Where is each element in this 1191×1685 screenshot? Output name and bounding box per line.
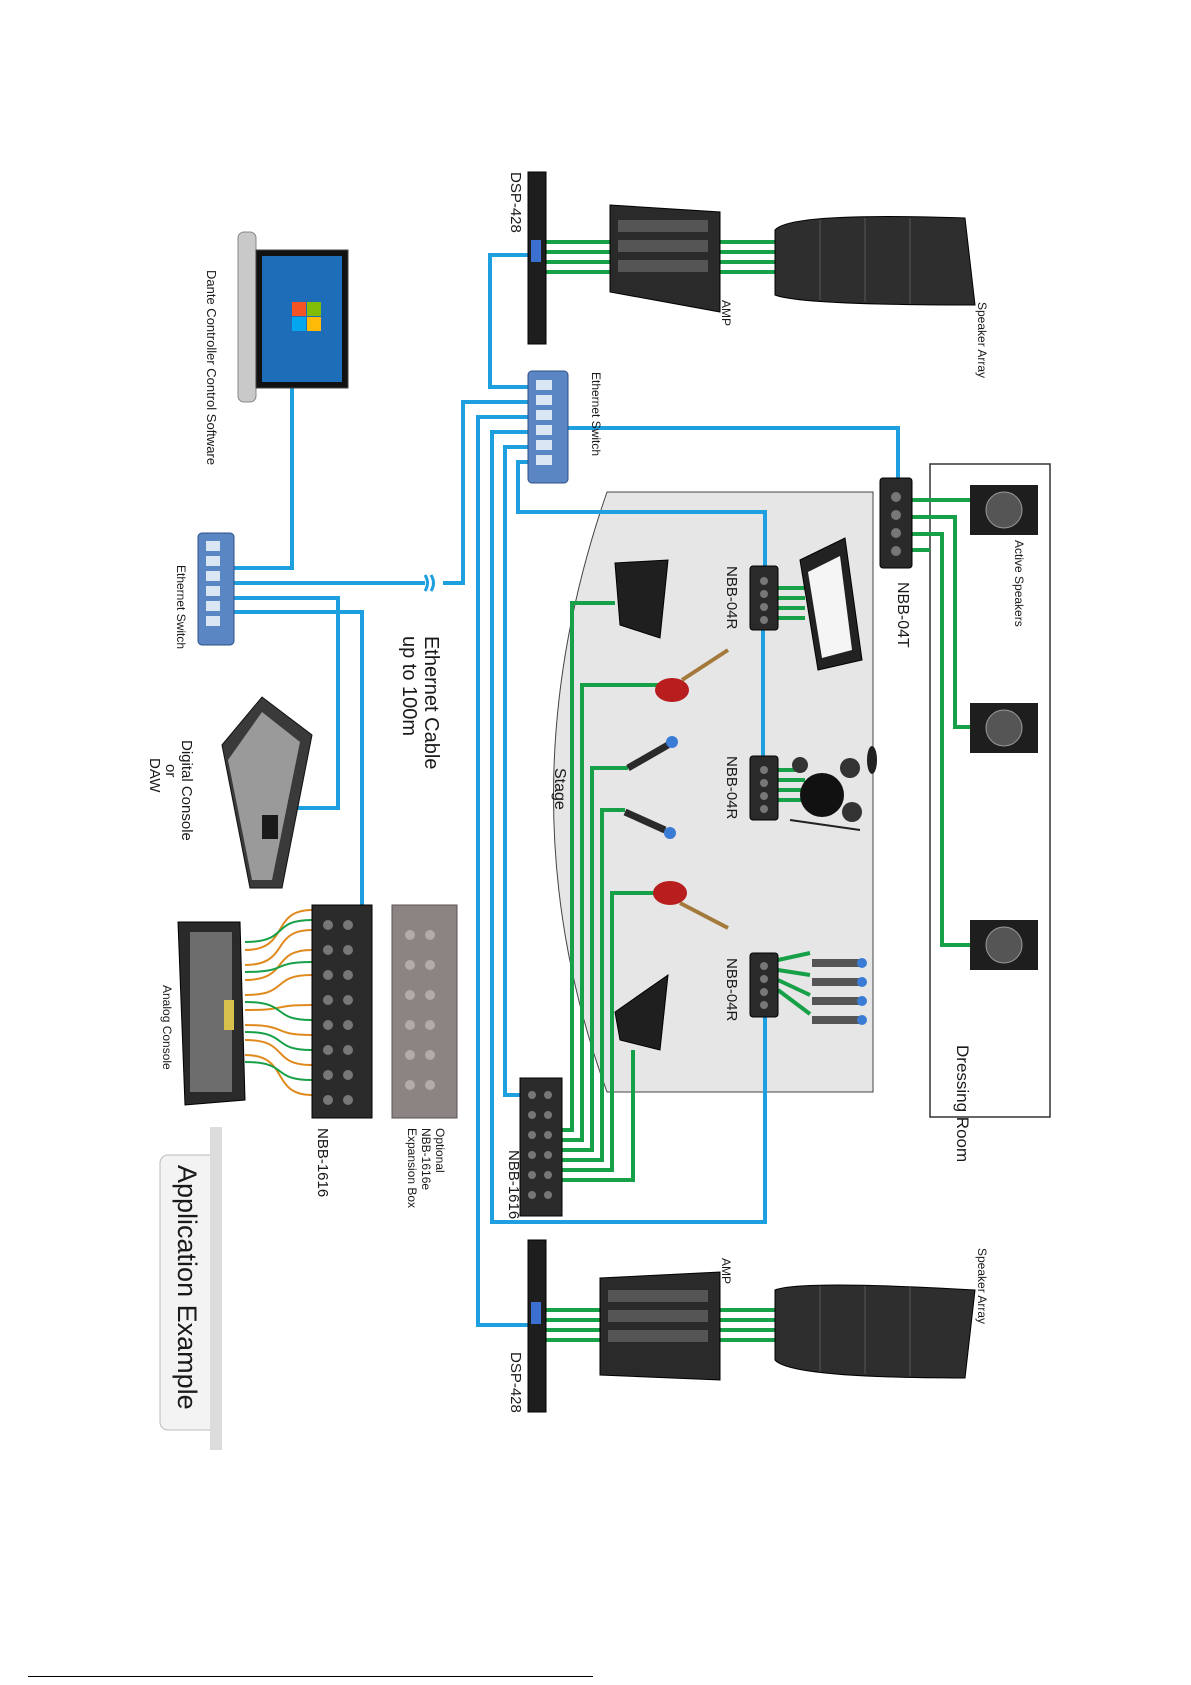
nbb1616-stage-label: NBB-1616 [505, 1150, 522, 1219]
nbb1616e-expansion-box [391, 904, 458, 1119]
digital-console [221, 696, 313, 889]
amp-top-label: AMP [719, 300, 733, 326]
amp-bottom [599, 1271, 721, 1381]
nbb1616-left-label: NBB-1616 [314, 1128, 331, 1197]
analog-console-label: Analog Console [160, 985, 174, 1070]
dsp-428-bottom [527, 1239, 547, 1413]
stage-area [553, 491, 874, 1093]
windows-logo-icon [292, 302, 306, 316]
nbb-04t [879, 477, 913, 569]
switch-center-label: Ethernet Switch [589, 372, 603, 456]
title: Application Example [172, 1165, 202, 1410]
speaker-array-top [774, 216, 976, 306]
ethernet-switch-left [197, 532, 235, 646]
ethernet-to-dsp-top [488, 253, 538, 389]
ethernet-to-nbb1616 [232, 610, 364, 905]
speaker-array-bottom [774, 1284, 976, 1379]
dsp-428-top [527, 171, 547, 345]
amp-top [609, 204, 721, 313]
guitar-1 [655, 648, 730, 702]
analog-wires-green [244, 919, 313, 1081]
guitar-2 [653, 881, 729, 930]
amp-bottom-label: AMP [719, 1258, 733, 1284]
ethernet-to-nbb04t [565, 426, 900, 478]
active-speaker-3 [970, 920, 1038, 970]
ethernet-to-nbb1616-stage [503, 445, 530, 1097]
microphone-1 [626, 736, 678, 772]
dressing-room-label: Dressing Room [953, 1045, 972, 1162]
stage-label: Stage [551, 768, 568, 810]
ethernet-cable-label-line1: Ethernet Cable [420, 636, 442, 769]
wireless-mics [812, 958, 867, 1025]
laptop-label: Dante Controller Control Software [204, 270, 219, 465]
expansion-box-label-line3: Expansion Box [405, 1128, 419, 1208]
nbb04r-3-label: NBB-04R [723, 958, 740, 1022]
drum-kit [789, 746, 877, 831]
ethernet-to-nbb04r-3 [490, 430, 767, 1224]
switch-left-label: Ethernet Switch [174, 565, 188, 649]
expansion-box-label-line1: Optional [433, 1128, 447, 1173]
nbb1616-stage [519, 1077, 563, 1217]
nbb-04r-2 [749, 755, 779, 821]
dsp-top-label: DSP-428 [507, 172, 524, 233]
nbb-04r-1 [749, 565, 779, 631]
digital-console-label-line3: DAW [146, 758, 163, 793]
stage-monitor-2 [614, 973, 669, 1051]
ethernet-to-dsp-bottom [476, 415, 538, 1327]
speaker-array-bottom-label: Speaker Array [975, 1248, 989, 1324]
stage-monitor-1 [614, 559, 669, 639]
nbb1616-left [311, 904, 373, 1119]
ethernet-to-nbb04r-1 [516, 460, 767, 578]
ethernet-cable-label-line2: up to 100m [398, 636, 420, 736]
nbb04r-2-label: NBB-04R [723, 756, 740, 820]
digital-console-label-line1: Digital Console [178, 740, 195, 841]
footer-rule [28, 1676, 593, 1677]
nbb-04r-3 [749, 952, 779, 1018]
dsp-bottom-label: DSP-428 [507, 1352, 524, 1413]
ethernet-laptop-to-switch [232, 386, 294, 570]
ethernet-cables [232, 253, 900, 1327]
active-speaker-1 [970, 485, 1038, 535]
active-speakers-label: Active Speakers [1012, 540, 1026, 627]
analog-console [177, 921, 246, 1106]
keyboard [799, 537, 863, 671]
ethernet-switch-center [527, 370, 569, 484]
speaker-array-top-label: Speaker Array [975, 302, 989, 378]
cable-break-mark [423, 574, 435, 592]
dressing-room-box [929, 463, 1051, 1118]
digital-console-label-line2: or [162, 764, 179, 777]
nbb04t-label: NBB-04T [894, 582, 911, 648]
active-speaker-2 [970, 703, 1038, 753]
expansion-box-label-line2: NBB-1616e [419, 1128, 433, 1190]
nbb04r-1-label: NBB-04R [723, 566, 740, 630]
audio-cables [545, 240, 970, 1342]
microphone-2 [623, 808, 676, 839]
title-ribbon [159, 1127, 222, 1450]
laptop [237, 231, 349, 403]
